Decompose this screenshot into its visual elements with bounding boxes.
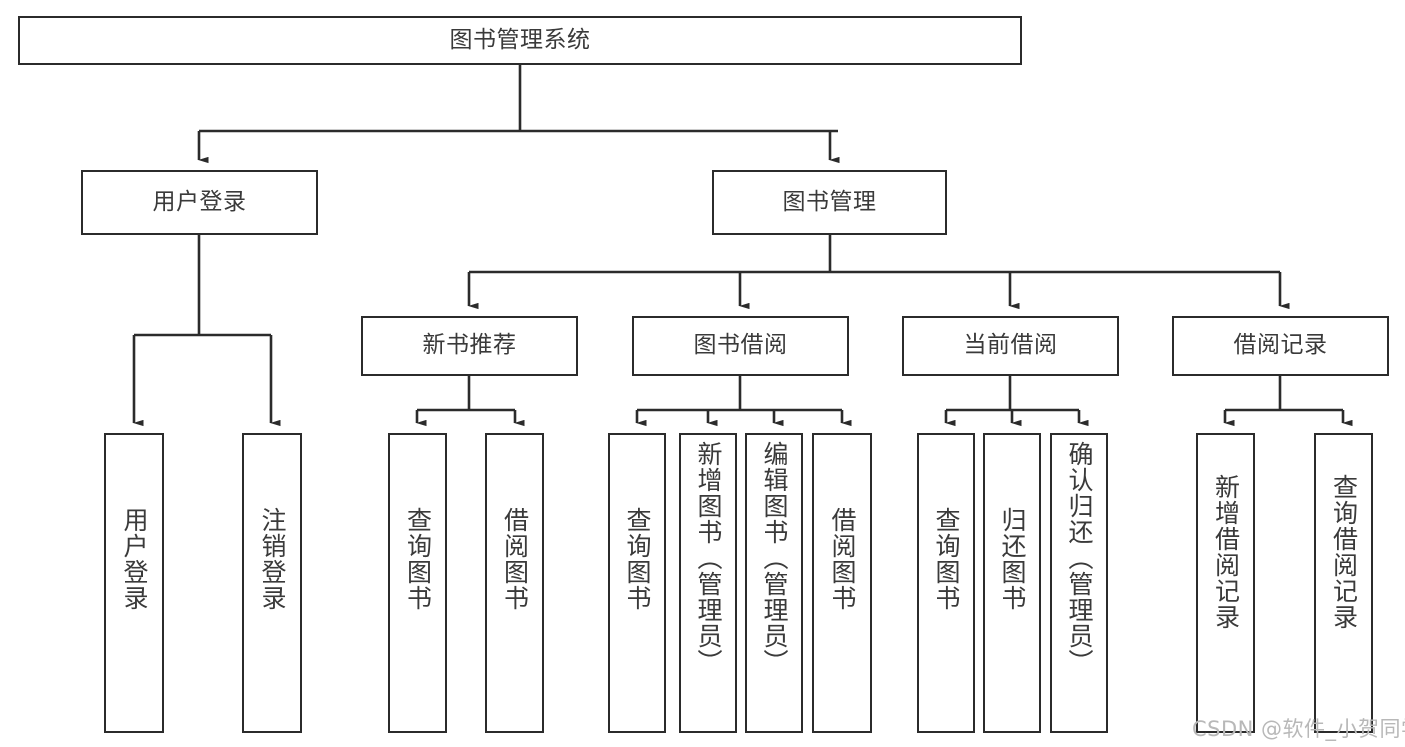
node-leaf-edit-book-admin[interactable]: 编辑图书（管理员） [745, 433, 803, 733]
watermark-text: CSDN @软件_小贺同学 [1192, 717, 1405, 741]
node-label: 确认归还（管理员） [1065, 441, 1094, 675]
node-root-book-management-system[interactable]: 图书管理系统 [18, 16, 1022, 65]
node-current-borrow[interactable]: 当前借阅 [902, 316, 1119, 376]
node-leaf-query-borrow-record[interactable]: 查询借阅记录 [1314, 433, 1373, 733]
node-leaf-query-book-recommend[interactable]: 查询图书 [388, 433, 447, 733]
node-label: 图书管理 [782, 188, 877, 215]
node-book-management[interactable]: 图书管理 [712, 170, 947, 235]
node-leaf-query-book-borrow[interactable]: 查询图书 [608, 433, 666, 733]
node-label: 查询图书 [932, 507, 961, 611]
node-label: 用户登录 [120, 507, 149, 611]
node-label: 新书推荐 [422, 332, 517, 359]
node-label: 借阅图书 [828, 507, 857, 611]
node-leaf-query-book-current[interactable]: 查询图书 [917, 433, 975, 733]
node-leaf-borrow-book-recommend[interactable]: 借阅图书 [485, 433, 544, 733]
node-label: 图书借阅 [693, 332, 788, 359]
node-leaf-add-book-admin[interactable]: 新增图书（管理员） [679, 433, 737, 733]
node-leaf-borrow-book-borrow[interactable]: 借阅图书 [812, 433, 872, 733]
node-label: 注销登录 [258, 507, 287, 611]
node-leaf-return-book[interactable]: 归还图书 [983, 433, 1041, 733]
node-label: 查询图书 [403, 507, 433, 611]
node-label: 新增借阅记录 [1211, 474, 1241, 630]
node-leaf-confirm-return-admin[interactable]: 确认归还（管理员） [1050, 433, 1108, 733]
node-new-book-recommend[interactable]: 新书推荐 [361, 316, 578, 376]
node-label: 借阅图书 [500, 507, 530, 611]
node-leaf-add-borrow-record[interactable]: 新增借阅记录 [1196, 433, 1255, 733]
node-label: 归还图书 [998, 507, 1027, 611]
node-label: 查询借阅记录 [1329, 474, 1359, 630]
node-label: 查询图书 [623, 507, 652, 611]
node-leaf-user-login[interactable]: 用户登录 [104, 433, 164, 733]
node-label: 新增图书（管理员） [694, 441, 723, 675]
node-borrow-record[interactable]: 借阅记录 [1172, 316, 1389, 376]
node-label: 当前借阅 [963, 332, 1058, 359]
node-label: 借阅记录 [1233, 332, 1328, 359]
node-label: 编辑图书（管理员） [760, 441, 789, 675]
node-user-login[interactable]: 用户登录 [81, 170, 318, 235]
node-book-borrow[interactable]: 图书借阅 [632, 316, 849, 376]
node-label: 图书管理系统 [449, 26, 591, 53]
node-label: 用户登录 [152, 188, 247, 215]
node-leaf-logout-login[interactable]: 注销登录 [242, 433, 302, 733]
